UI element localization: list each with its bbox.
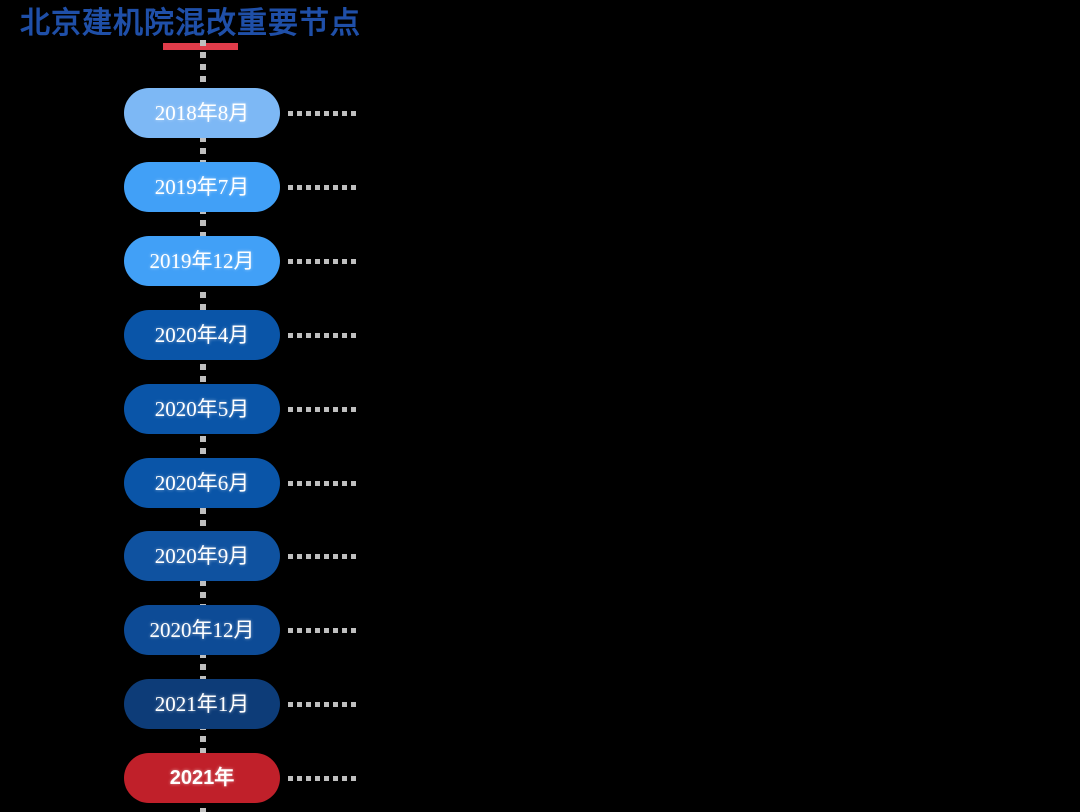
timeline-node-pill[interactable]: 2021年 bbox=[124, 753, 280, 803]
timeline-node-connector-dashed-line bbox=[288, 776, 360, 781]
page-title: 北京建机院混改重要节点 bbox=[20, 7, 361, 40]
timeline-node-pill[interactable]: 2020年4月 bbox=[124, 310, 280, 360]
timeline-node-connector-dashed-line bbox=[288, 185, 360, 190]
timeline-node-pill[interactable]: 2019年12月 bbox=[124, 236, 280, 286]
timeline-node-connector-dashed-line bbox=[288, 554, 360, 559]
timeline-node: 2020年4月 bbox=[124, 310, 524, 360]
timeline-node-connector-dashed-line bbox=[288, 407, 360, 412]
timeline-node-pill[interactable]: 2021年1月 bbox=[124, 679, 280, 729]
timeline-node-pill[interactable]: 2020年6月 bbox=[124, 458, 280, 508]
timeline-node-connector-dashed-line bbox=[288, 481, 360, 486]
timeline-node-pill[interactable]: 2019年7月 bbox=[124, 162, 280, 212]
timeline-node-pill[interactable]: 2018年8月 bbox=[124, 88, 280, 138]
timeline-node: 2019年7月 bbox=[124, 162, 524, 212]
timeline-node: 2020年9月 bbox=[124, 531, 524, 581]
timeline-node-connector-dashed-line bbox=[288, 333, 360, 338]
timeline-node-pill[interactable]: 2020年5月 bbox=[124, 384, 280, 434]
timeline-node: 2018年8月 bbox=[124, 88, 524, 138]
timeline-node-pill[interactable]: 2020年9月 bbox=[124, 531, 280, 581]
timeline-node: 2020年5月 bbox=[124, 384, 524, 434]
timeline-node-connector-dashed-line bbox=[288, 259, 360, 264]
timeline-node-connector-dashed-line bbox=[288, 702, 360, 707]
timeline-node-pill[interactable]: 2020年12月 bbox=[124, 605, 280, 655]
timeline-node: 2021年 bbox=[124, 753, 524, 803]
timeline-node: 2019年12月 bbox=[124, 236, 524, 286]
timeline-node-connector-dashed-line bbox=[288, 111, 360, 116]
timeline-node: 2020年6月 bbox=[124, 458, 524, 508]
timeline-node-connector-dashed-line bbox=[288, 628, 360, 633]
timeline-node: 2020年12月 bbox=[124, 605, 524, 655]
timeline-node: 2021年1月 bbox=[124, 679, 524, 729]
